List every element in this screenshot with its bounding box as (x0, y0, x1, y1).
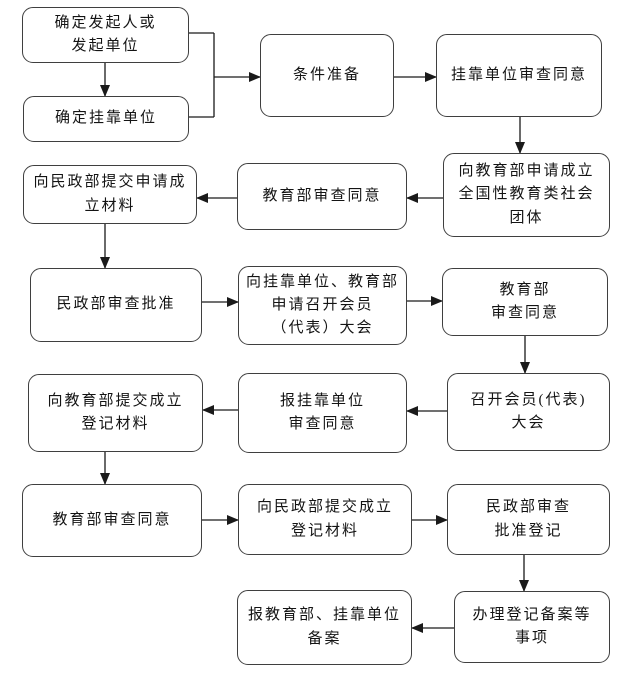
flow-node-condition-preparation: 条件准备 (260, 34, 394, 117)
flow-node-convene-member-congress: 召开会员(代表) 大会 (447, 373, 610, 451)
flow-node-host-unit-review-approval: 挂靠单位审查同意 (436, 34, 602, 117)
flow-node-moe-review-approval-2: 教育部 审查同意 (442, 268, 608, 336)
flow-node-mca-approve-registration: 民政部审查 批准登记 (447, 484, 610, 555)
flow-node-moe-review-approval-3: 教育部审查同意 (22, 484, 202, 557)
flow-node-report-host-unit-review: 报挂靠单位 审查同意 (238, 373, 407, 453)
flow-node-apply-convene-congress: 向挂靠单位、教育部 申请召开会员 （代表）大会 (238, 266, 407, 345)
flow-node-determine-initiator: 确定发起人或 发起单位 (22, 7, 189, 63)
flow-node-submit-moe-registration: 向教育部提交成立 登记材料 (28, 374, 203, 452)
flow-node-moe-review-approval-1: 教育部审查同意 (237, 163, 407, 230)
flow-node-handle-registration-filing: 办理登记备案等 事项 (454, 591, 610, 663)
flow-node-determine-host-unit: 确定挂靠单位 (23, 96, 189, 142)
flow-node-report-moe-host-filing: 报教育部、挂靠单位 备案 (237, 590, 412, 665)
flow-node-submit-mca-registration: 向民政部提交成立 登记材料 (238, 484, 412, 555)
flow-node-apply-moe-establishment: 向教育部申请成立 全国性教育类社会 团体 (443, 153, 610, 237)
flow-node-mca-review-approval: 民政部审查批准 (30, 268, 202, 342)
flow-node-submit-mca-application: 向民政部提交申请成 立材料 (23, 165, 197, 224)
